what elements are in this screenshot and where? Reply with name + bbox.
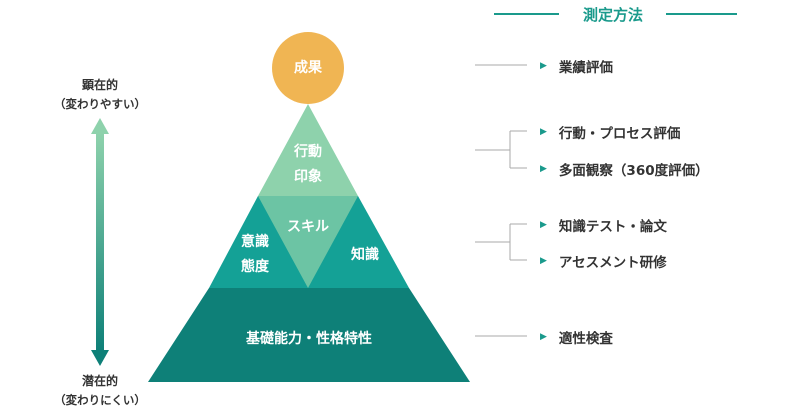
method-item-label: 知識テスト・論文 [558, 219, 667, 235]
tier-left-label: 意識 態度 [215, 230, 295, 280]
circle-label: 成果 [294, 60, 322, 76]
triangle-right-icon: ▶ [540, 256, 547, 266]
tier-top-label: 行動 印象 [268, 140, 348, 190]
triangle-right-icon: ▶ [540, 220, 547, 230]
tier-base [148, 288, 470, 382]
method-item: ▶ 行動・プロセス評価 [540, 122, 680, 142]
axis-arrow [91, 118, 109, 366]
method-item: ▶ アセスメント研修 [540, 251, 667, 271]
tier-top-line2: 印象 [294, 169, 322, 185]
tier-left-line2: 態度 [241, 259, 269, 275]
tier-top-line1: 行動 [294, 144, 322, 160]
method-item: ▶ 多面観察（360度評価） [540, 159, 709, 179]
triangle-right-icon: ▶ [540, 164, 547, 174]
tier-center-label: スキル [287, 219, 329, 235]
axis-top-sub: （変わりやすい） [54, 97, 146, 111]
tier-center [258, 196, 358, 288]
triangle-right-icon: ▶ [540, 332, 547, 342]
tier-top [258, 104, 358, 196]
method-item: ▶ 業績評価 [540, 56, 613, 76]
triangle-right-icon: ▶ [540, 127, 547, 137]
tier-base-label: 基礎能力・性格特性 [246, 331, 372, 347]
axis-top-label: 顕在的 [81, 78, 118, 92]
method-item-label: 業績評価 [558, 60, 613, 76]
connectors [475, 64, 527, 337]
tier-left-line1: 意識 [241, 234, 269, 250]
triangle-right-icon: ▶ [540, 61, 547, 71]
results-circle [272, 32, 344, 104]
axis-top-label-group: 顕在的 （変わりやすい） [42, 76, 158, 114]
axis-bottom-sub: （変わりにくい） [54, 393, 146, 407]
method-title: 測定方法 [582, 6, 643, 24]
method-item-label: 適性検査 [558, 331, 613, 347]
method-item: ▶ 知識テスト・論文 [540, 215, 667, 235]
method-item-label: 行動・プロセス評価 [558, 126, 681, 142]
axis-bottom-label: 潜在的 [81, 374, 118, 388]
method-item: ▶ 適性検査 [540, 327, 613, 347]
method-item-label: 多面観察（360度評価） [558, 163, 709, 179]
tier-right-label: 知識 [351, 247, 379, 263]
axis-bottom-label-group: 潜在的 （変わりにくい） [42, 372, 158, 410]
method-item-label: アセスメント研修 [558, 255, 667, 271]
